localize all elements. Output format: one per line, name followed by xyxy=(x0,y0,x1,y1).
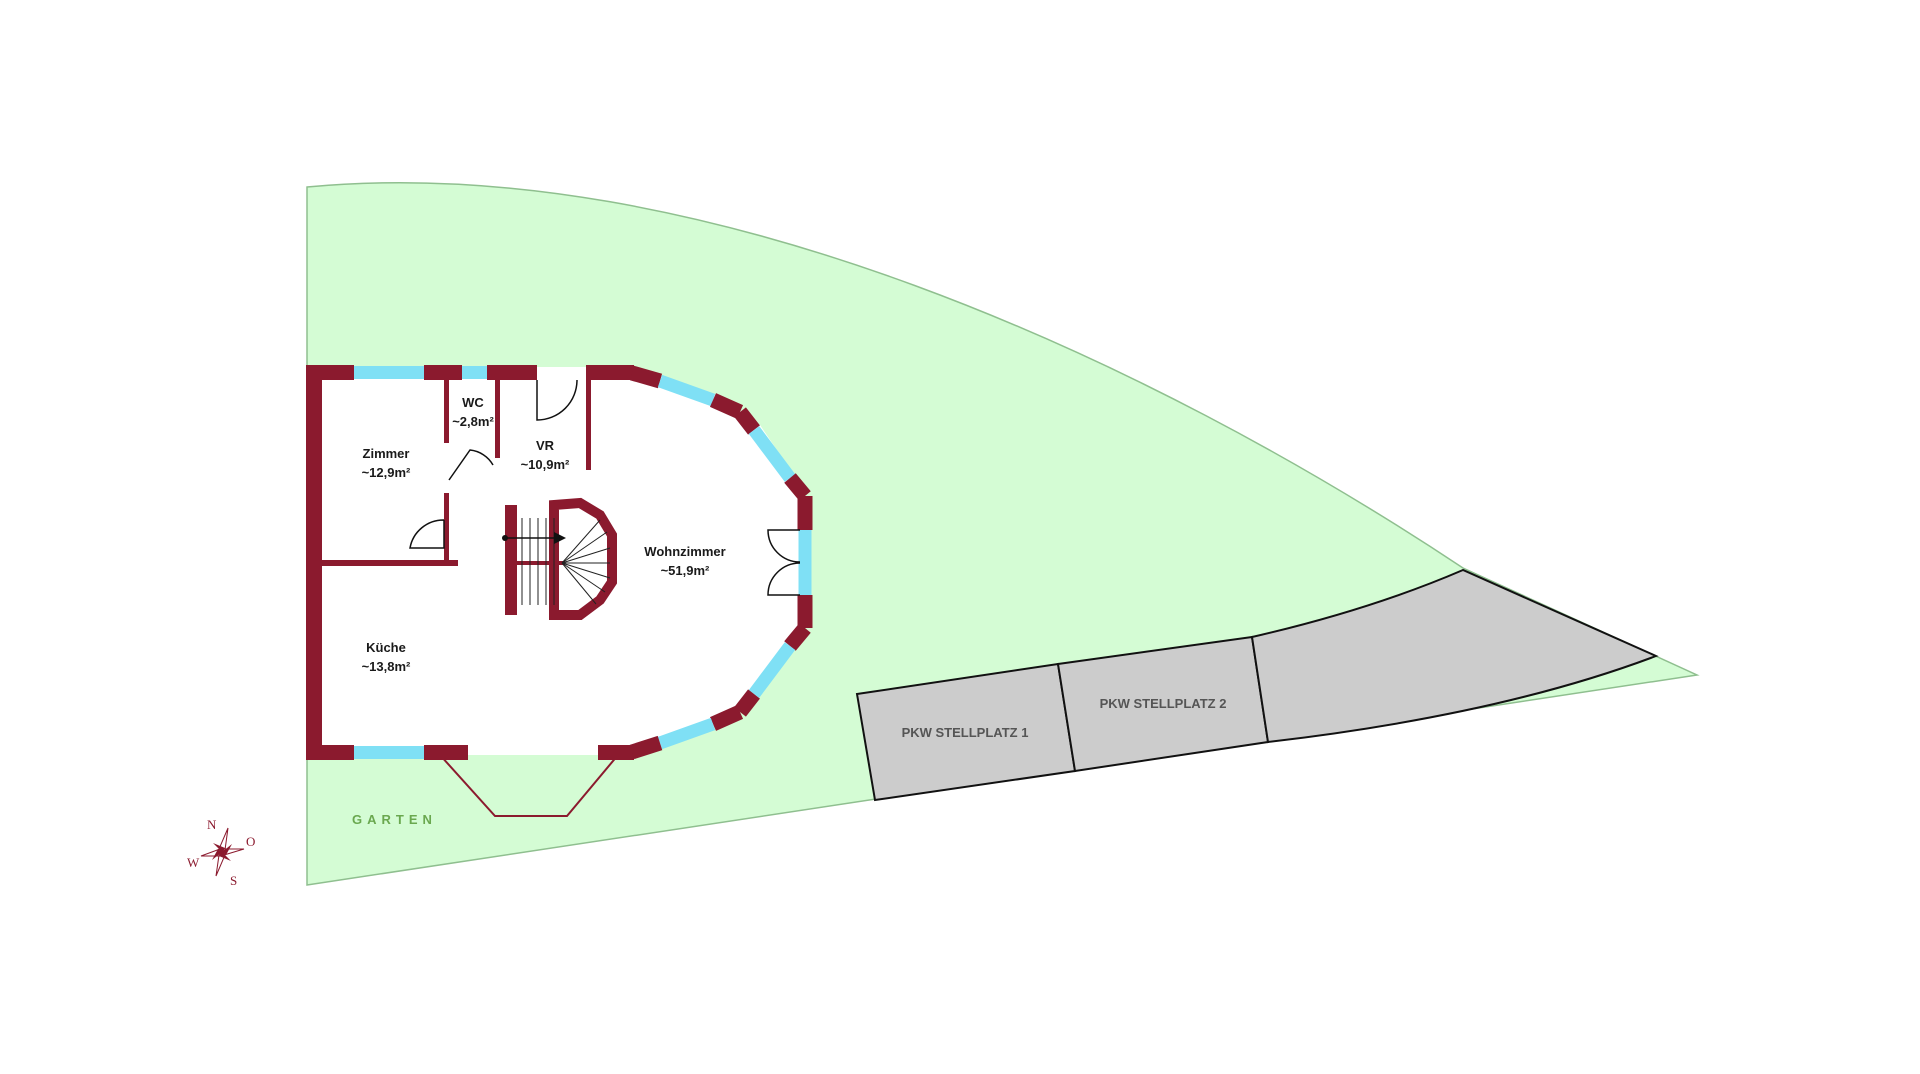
compass-rose-icon xyxy=(200,827,245,877)
compass-north: N xyxy=(207,817,217,832)
compass-east: O xyxy=(246,834,255,849)
compass-south: S xyxy=(230,873,237,888)
room-area-wohnzimmer: ~51,9m² xyxy=(661,563,710,578)
room-area-wc: ~2,8m² xyxy=(452,414,494,429)
parking-label-1: PKW STELLPLATZ 1 xyxy=(902,725,1029,740)
parking-spot-3 xyxy=(1250,568,1659,744)
room-area-vr: ~10,9m² xyxy=(521,457,570,472)
bay-window xyxy=(439,754,619,817)
parking-label-2: PKW STELLPLATZ 2 xyxy=(1100,696,1227,711)
interior-walls xyxy=(322,380,591,566)
garden-label: GARTEN xyxy=(352,812,437,827)
door-terrace-upper xyxy=(767,529,801,563)
room-name-vr: VR xyxy=(536,438,555,453)
room-name-zimmer: Zimmer xyxy=(363,446,410,461)
compass-west: W xyxy=(187,855,200,870)
door-entrance xyxy=(536,379,578,421)
octagonal-wall xyxy=(629,365,813,760)
door-zimmer xyxy=(409,519,445,549)
exterior-walls xyxy=(306,365,634,760)
room-name-kueche: Küche xyxy=(366,640,406,655)
door-terrace-lower xyxy=(767,562,801,596)
room-area-zimmer: ~12,9m² xyxy=(362,465,411,480)
doors xyxy=(409,379,801,596)
room-name-wc: WC xyxy=(462,395,484,410)
staircase xyxy=(502,497,617,620)
door-wc xyxy=(448,449,494,481)
room-area-kueche: ~13,8m² xyxy=(362,659,411,674)
windows xyxy=(354,366,487,759)
room-name-wohnzimmer: Wohnzimmer xyxy=(644,544,725,559)
